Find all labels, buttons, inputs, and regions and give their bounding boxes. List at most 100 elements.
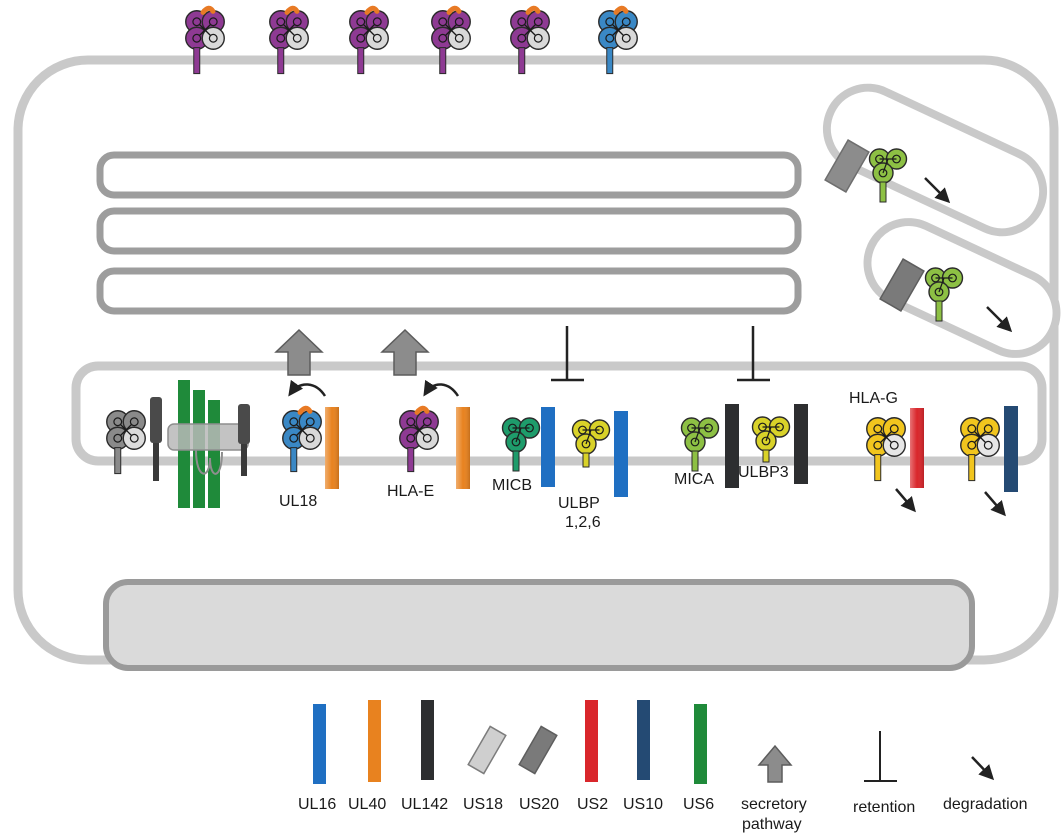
domain-linker: [296, 424, 308, 436]
domain-loop: [129, 417, 139, 427]
tap-transporter: [167, 423, 249, 451]
legend: UL16 UL40 UL142 US18 US20 US2 US10 US6 s…: [298, 700, 1028, 833]
domain-loop: [690, 437, 700, 447]
degradation-arrow-us10: [984, 491, 1006, 517]
domain-linker: [935, 277, 953, 293]
domain-linker: [762, 426, 780, 442]
domain-loop: [356, 17, 366, 27]
golgi-cisterna-1: [96, 151, 802, 199]
domain-loop: [406, 417, 416, 427]
transmembrane-stem: [935, 300, 943, 322]
ul16-bar-ulbp: [614, 411, 628, 497]
legend-retention-icon: [864, 731, 897, 782]
tapasin-stem-right: [241, 444, 247, 476]
surface-hla-molecule-2: [269, 5, 309, 75]
micb-molecule: [501, 417, 541, 472]
transmembrane-stem: [606, 47, 614, 75]
us10-bar: [1004, 406, 1018, 492]
label-hla-e: HLA-E: [387, 483, 434, 500]
transmembrane-stem: [277, 47, 285, 75]
surface-hla-molecule-4: [431, 5, 471, 75]
domain-linker: [524, 24, 536, 36]
peptide: [297, 405, 313, 415]
legend-bar-us18: [467, 725, 507, 775]
domain-loop: [873, 424, 883, 434]
ul40-bar-hla-e-shade: [456, 407, 470, 489]
domain-loop: [533, 17, 543, 27]
label-ulbp-numbers: 1,2,6: [565, 514, 601, 531]
degradation-arrow-hla-g: [895, 488, 916, 513]
legend-bar-us2: [585, 700, 598, 782]
domain-linker: [512, 427, 530, 443]
transmembrane-stem: [968, 454, 976, 482]
domain-loop: [967, 440, 977, 450]
legend-label-degradation: degradation: [943, 796, 1028, 813]
domain-loop: [967, 424, 977, 434]
domain-loop: [889, 440, 899, 450]
legend-bar-us10: [637, 700, 650, 780]
curved-arrow-hla-e: [423, 379, 460, 397]
domain-linker: [612, 24, 624, 36]
legend-label-us10: US10: [623, 796, 663, 813]
surface-hla-molecule-1: [185, 5, 225, 75]
us18-bar-vesicle: [824, 139, 870, 193]
us2-bar-hla-g-shade: [910, 408, 924, 488]
label-hla-g: HLA-G: [849, 390, 898, 407]
domain-loop: [422, 417, 432, 427]
domain-linker: [879, 158, 897, 174]
peptide: [284, 5, 300, 15]
mica-molecule: [680, 417, 720, 472]
golgi-cisterna-3: [96, 267, 802, 315]
transmembrane-stem: [518, 47, 526, 75]
hla-us10-glyph: [960, 417, 1000, 482]
domain-loop: [208, 33, 218, 43]
domain-loop: [276, 17, 286, 27]
ul142-bar-ulbp3: [794, 404, 808, 484]
domain-linker: [691, 427, 709, 443]
degradation-arrow-vesicle-2: [986, 306, 1013, 333]
secretory-arrow-ul18: [274, 328, 324, 376]
nucleus: [103, 579, 975, 671]
domain-loop: [406, 433, 416, 443]
domain-loop: [276, 33, 286, 43]
domain-loop: [208, 17, 218, 27]
transmembrane-stem: [357, 47, 365, 75]
hla-e-glyph: [399, 405, 439, 473]
domain-linker: [283, 24, 295, 36]
tapasin-bar-left: [150, 397, 162, 443]
domain-loop: [422, 433, 432, 443]
legend-degradation-arrow-icon: [971, 756, 995, 781]
hla-e-molecule: [399, 405, 439, 473]
surface-hla-molecules: [185, 5, 638, 75]
label-ul18: UL18: [279, 493, 317, 510]
degradation-arrow-vesicle-1: [924, 177, 951, 204]
transmembrane-stem: [762, 449, 770, 463]
label-ulbp: ULBP: [558, 495, 600, 512]
surface-hla-molecule-3: [349, 5, 389, 75]
peptide-loading-complex: [106, 380, 250, 508]
vesicle-ligand-1: [868, 148, 908, 203]
legend-bar-ul142: [421, 700, 434, 780]
transmembrane-stem: [290, 447, 298, 473]
domain-loop: [889, 424, 899, 434]
vesicle-mica-molecule-2: [924, 267, 964, 322]
tapasin-stem-left: [153, 443, 159, 481]
vesicle-mica-molecule-1: [868, 148, 908, 203]
domain-loop: [129, 433, 139, 443]
ulbp-1-2-6-molecule: [571, 419, 611, 468]
tapasin-bar-right: [238, 404, 250, 444]
golgi-cisterna-2: [96, 207, 802, 255]
domain-loop: [438, 33, 448, 43]
peptide: [525, 5, 541, 15]
secretory-arrow-hla-e: [380, 328, 430, 376]
domain-loop: [533, 33, 543, 43]
peptide: [200, 5, 216, 15]
surface-hla-molecule-5: [510, 5, 550, 75]
domain-loop: [621, 33, 631, 43]
domain-loop: [113, 433, 123, 443]
curved-arrow-ul18: [288, 379, 327, 397]
peptide: [414, 405, 430, 415]
transmembrane-stem: [582, 452, 590, 468]
legend-label-ul16: UL16: [298, 796, 336, 813]
domain-loop: [983, 424, 993, 434]
